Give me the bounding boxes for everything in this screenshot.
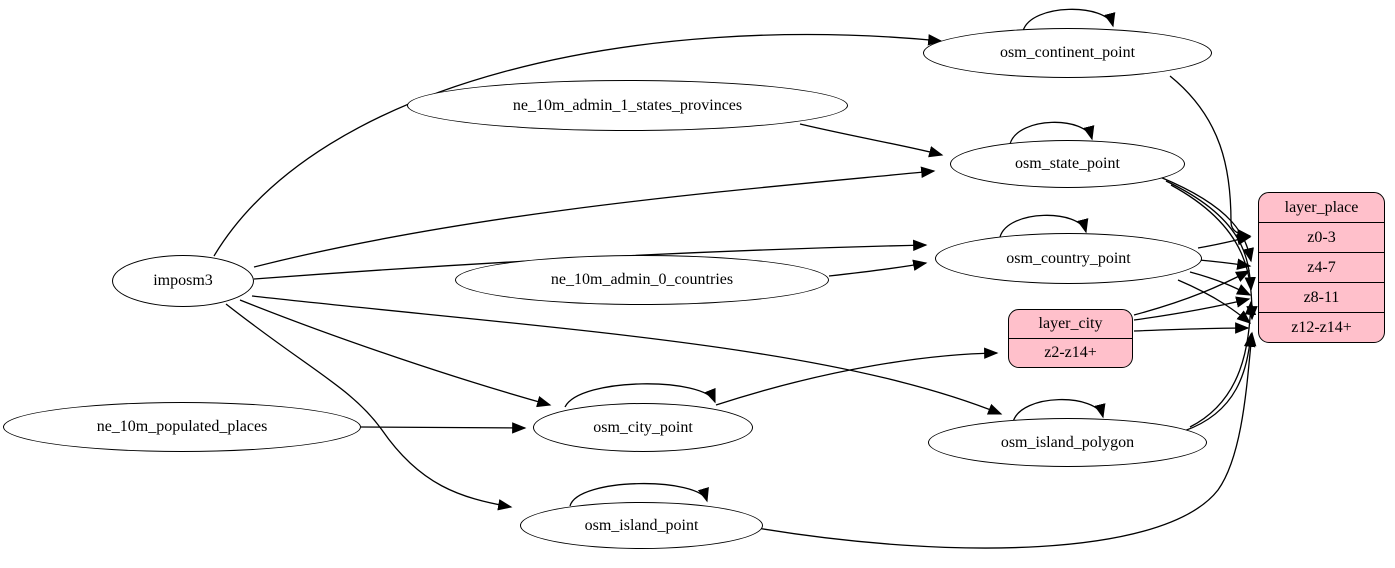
node-osm-island-point: osm_island_point: [520, 502, 763, 549]
layer-city-title: layer_city: [1009, 310, 1132, 339]
layer-city-row-z2-z14: z2-z14+: [1044, 344, 1097, 361]
self-loop-osm-city-point: [564, 383, 716, 408]
node-layer-city: layer_city z2-z14+: [1008, 309, 1133, 368]
node-osm-island-polygon: osm_island_polygon: [928, 418, 1207, 467]
edge-layer-city-layer-place-z4-7: [1133, 270, 1251, 316]
edge-osm-continent-point-layer-place-z0-3: [1169, 75, 1252, 241]
node-ne-10m-admin-0-countries: ne_10m_admin_0_countries: [455, 255, 829, 305]
edge-imposm3-osm-continent-point: [213, 33, 943, 257]
edge-osm-island-polygon-layer-place-z12-z14: [1183, 332, 1256, 432]
node-imposm3: imposm3: [112, 255, 254, 307]
self-loop-osm-island-polygon: [1012, 398, 1106, 423]
node-osm-city-point: osm_city_point: [533, 403, 753, 452]
self-loop-osm-island-point: [569, 482, 709, 507]
edge-layer-city-layer-place-z8-11: [1133, 296, 1251, 321]
edge-layer-city-layer-place-z12-z14: [1133, 322, 1250, 334]
edge-osm-city-point-layer-city-z2-z14: [715, 347, 999, 406]
layer-place-title: layer_place: [1259, 193, 1384, 223]
edge-imposm3-osm-state-point: [253, 166, 936, 268]
node-osm-country-point: osm_country_point: [935, 233, 1202, 284]
self-loop-osm-state-point: [1009, 121, 1095, 145]
layer-place-row-z4-7: z4-7: [1259, 253, 1384, 283]
layer-place-row-z8-11: z8-11: [1259, 283, 1384, 313]
edge-osm-island-polygon-layer-place-z8-11: [1189, 300, 1257, 428]
edge-imposm3-osm-city-point: [239, 299, 552, 408]
layer-place-row-z0-3: z0-3: [1259, 223, 1384, 253]
edge-ne-10m-admin-0-countries-osm-country-point: [828, 259, 928, 277]
node-osm-state-point: osm_state_point: [950, 140, 1185, 188]
node-layer-place: layer_place z0-3 z4-7 z8-11 z12-z14+: [1258, 192, 1385, 343]
node-ne-10m-admin-1-states-provinces: ne_10m_admin_1_states_provinces: [407, 80, 848, 131]
edge-osm-island-point-layer-place-z12-z14: [756, 331, 1257, 549]
edge-ne-10m-admin-1-states-provinces-osm-state-point: [799, 123, 944, 158]
node-ne-10m-populated-places: ne_10m_populated_places: [3, 402, 361, 452]
edge-ne-10m-populated-places-osm-city-point: [360, 422, 527, 434]
self-loop-osm-continent-point: [1022, 8, 1116, 32]
self-loop-osm-country-point: [999, 214, 1089, 238]
edge-osm-country-point-layer-place-z0-3: [1197, 234, 1252, 249]
edge-osm-state-point-layer-place-z8-11: [1165, 180, 1256, 292]
edge-osm-country-point-layer-place-z4-7: [1198, 258, 1252, 270]
node-osm-continent-point: osm_continent_point: [923, 28, 1212, 78]
edge-osm-country-point-layer-place-z8-11: [1189, 271, 1252, 296]
edge-imposm3-osm-island-polygon: [251, 295, 1003, 415]
layer-place-row-z12-z14: z12-z14+: [1291, 318, 1352, 336]
edge-imposm3-osm-island-point: [225, 303, 513, 511]
edge-osm-state-point-layer-place-z4-7: [1159, 176, 1254, 263]
